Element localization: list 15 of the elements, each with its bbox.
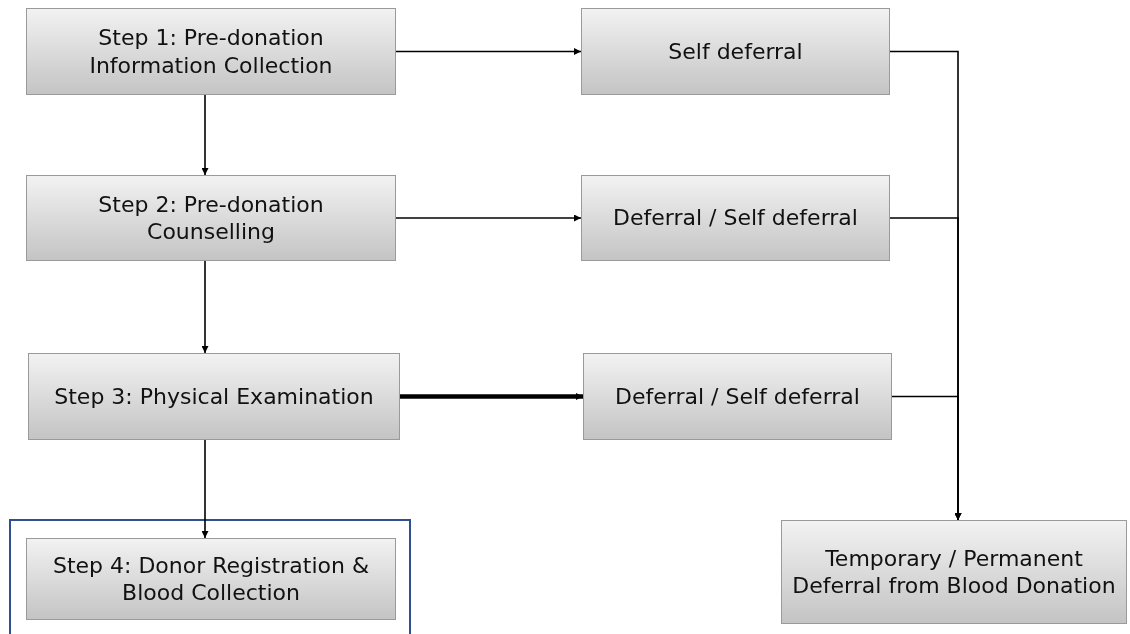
process-box: Step 4: Donor Registration & Blood Collection [26,538,396,620]
process-box: Step 1: Pre-donation Information Collection [26,8,396,95]
process-box: Temporary / Permanent Deferral from Blood Donation [781,520,1127,624]
arrow [395,214,582,222]
process-box: Deferral / Self deferral [583,353,892,440]
arrow [400,393,583,400]
arrow [201,260,209,354]
process-box: Self deferral [581,8,890,95]
arrow [201,439,209,539]
process-box: Step 2: Pre-donation Counselling [26,175,396,261]
arrow [891,395,962,521]
arrow [201,94,209,176]
arrow [395,48,582,55]
process-box: Deferral / Self deferral [581,175,890,261]
process-box: Step 3: Physical Examination [28,353,400,440]
